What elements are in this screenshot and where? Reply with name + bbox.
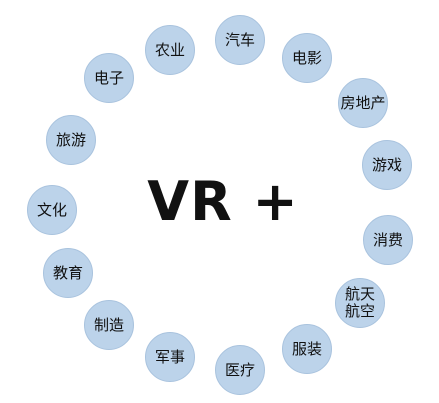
- node-consumer: 消费: [363, 215, 413, 265]
- node-label: 汽车: [224, 30, 255, 49]
- node-label: 旅游: [55, 130, 86, 149]
- node-label: 服装: [291, 339, 322, 358]
- node-label: 电子: [93, 68, 124, 87]
- node-label: 医疗: [224, 360, 255, 379]
- node-label: 消费: [372, 230, 403, 249]
- node-aerospace: 航天 航空: [335, 278, 385, 328]
- node-real-estate: 房地产: [338, 78, 388, 128]
- node-tourism: 旅游: [46, 115, 96, 165]
- node-label: 教育: [52, 263, 83, 282]
- node-film: 电影: [282, 33, 332, 83]
- node-automotive: 汽车: [215, 15, 265, 65]
- node-medical: 医疗: [215, 345, 265, 395]
- node-culture: 文化: [27, 185, 77, 235]
- node-label: 游戏: [371, 155, 402, 174]
- node-label: 军事: [154, 347, 185, 366]
- node-label: 文化: [36, 200, 67, 219]
- node-label: 制造: [93, 315, 124, 334]
- node-label: 房地产: [340, 93, 386, 112]
- node-label: 农业: [154, 40, 185, 59]
- node-military: 军事: [145, 332, 195, 382]
- node-agriculture: 农业: [145, 25, 195, 75]
- node-education: 教育: [43, 248, 93, 298]
- node-apparel: 服装: [282, 324, 332, 374]
- center-title: VR +: [147, 169, 299, 233]
- node-manufacturing: 制造: [84, 300, 134, 350]
- node-label: 电影: [291, 48, 322, 67]
- node-games: 游戏: [362, 140, 412, 190]
- node-label: 航天 航空: [344, 285, 375, 320]
- node-electronics: 电子: [84, 53, 134, 103]
